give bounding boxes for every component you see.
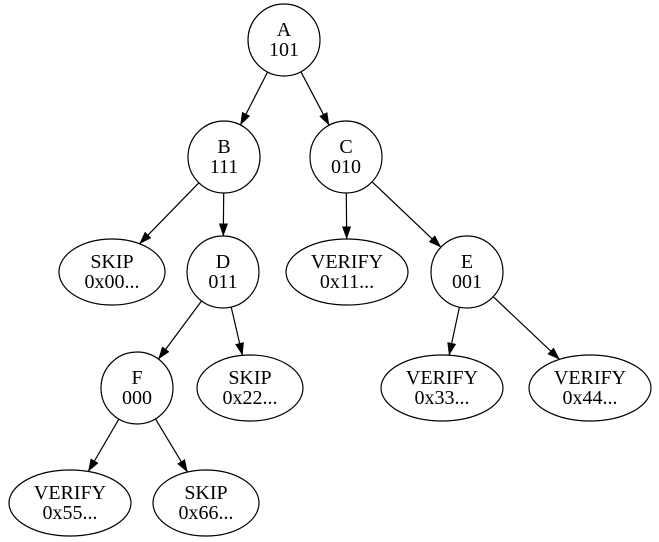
edge-E-verify-0x33 [447,307,460,356]
edge-A-B [239,71,269,126]
node-shape-circle [247,3,321,77]
edge-D-F [157,300,203,360]
edge-A-C [300,71,330,126]
node-shape-ellipse [8,469,132,537]
node-shape-ellipse [528,354,652,422]
node-shape-ellipse [152,469,260,537]
edge-E-verify-0x44 [492,296,561,360]
node-shape-circle [100,351,174,425]
node-shape-ellipse [58,238,166,306]
node-shape-ellipse [285,238,409,306]
node-shape-circle [186,235,260,309]
node-shape-circle [187,120,261,194]
edge-B-skip-0x00 [139,182,200,245]
edge-C-E [371,181,442,248]
node-shape-ellipse [380,354,504,422]
node-shape-circle [430,235,504,309]
edge-D-skip-0x22 [230,306,244,356]
node-shape-circle [309,120,383,194]
edges-layer [87,71,561,473]
edge-F-verify-0x55 [87,418,120,472]
edge-F-skip-0x66 [154,418,189,473]
node-shape-ellipse [196,354,304,422]
